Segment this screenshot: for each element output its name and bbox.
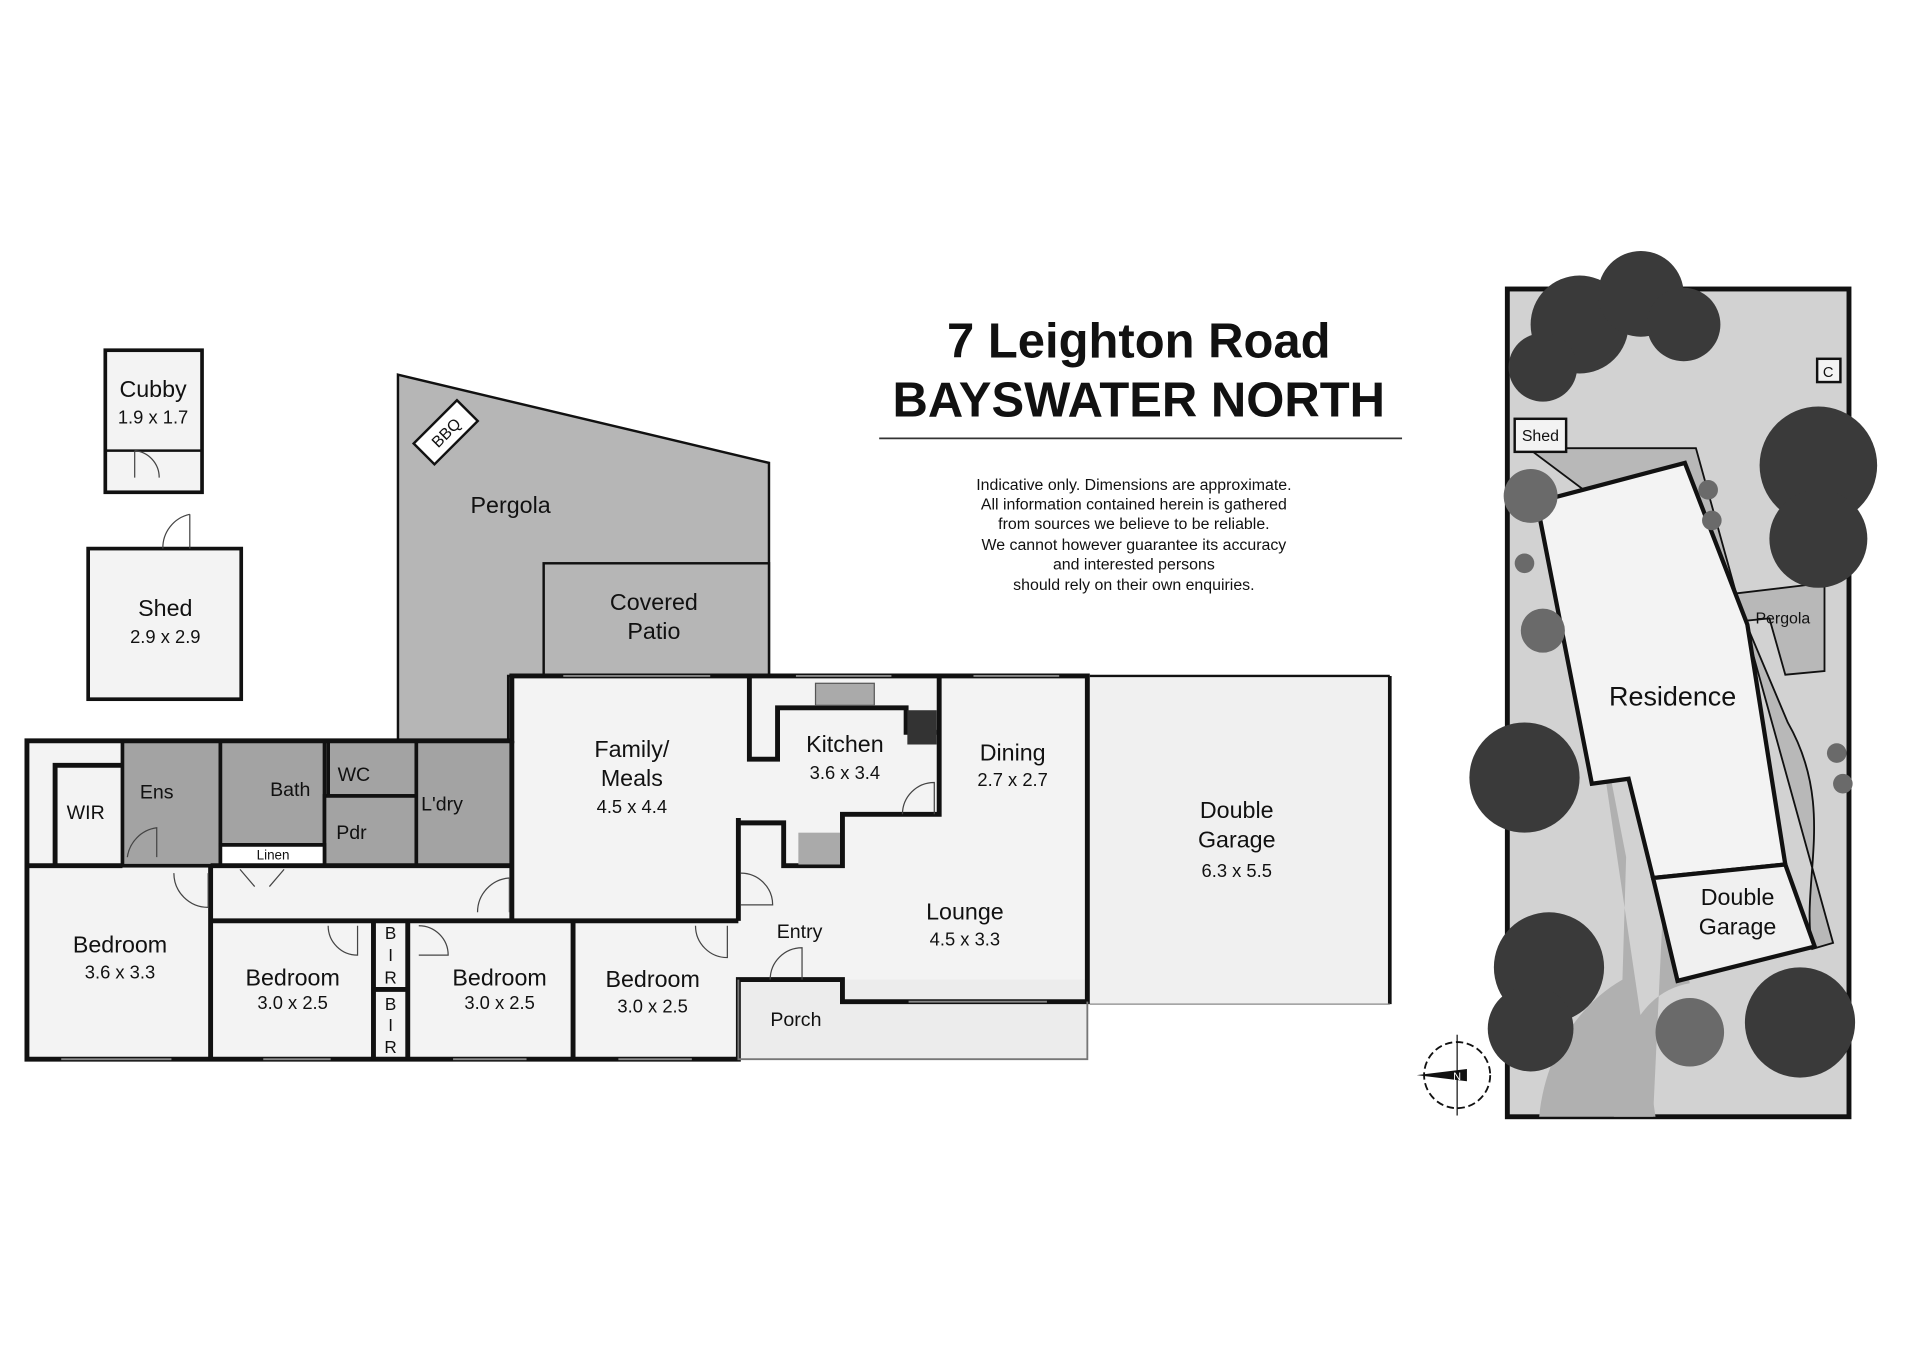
door-icon xyxy=(769,947,803,980)
fridge-icon xyxy=(798,832,840,865)
room-dims: 3.6 x 3.4 xyxy=(810,762,880,783)
bir-1: B I R xyxy=(384,923,396,987)
cubby: Cubby 1.9 x 1.7 xyxy=(103,348,204,495)
door-icon xyxy=(134,450,160,478)
disclaimer-line: and interested persons xyxy=(1053,556,1215,573)
room-label: Bath xyxy=(270,779,310,801)
site-garage xyxy=(1650,862,1818,984)
room-label: Bedroom xyxy=(245,965,339,991)
room-label: Entry xyxy=(777,921,823,943)
bir-letter: I xyxy=(388,945,393,965)
door-icon xyxy=(476,877,510,913)
room-label: Dining xyxy=(980,739,1046,765)
door-icon xyxy=(418,925,449,956)
pergola: BBQ Pergola Covered Patio xyxy=(396,373,771,743)
room-label: Lounge xyxy=(926,899,1004,925)
disclaimer-line: We cannot however guarantee its accuracy xyxy=(982,537,1287,554)
room-dims: 3.0 x 2.5 xyxy=(617,996,687,1017)
bir-letter: I xyxy=(388,1015,393,1035)
room-label: Covered xyxy=(610,589,698,615)
room-dims: 2.9 x 2.9 xyxy=(130,626,200,647)
site-residence-label: Residence xyxy=(1609,681,1736,711)
room-label: WIR xyxy=(67,802,105,824)
room-label: Bedroom xyxy=(73,932,167,958)
wc xyxy=(326,739,419,798)
disclaimer-line: Indicative only. Dimensions are approxim… xyxy=(976,477,1291,494)
room-label: L'dry xyxy=(421,794,463,816)
room-label: Garage xyxy=(1198,826,1276,852)
bir-letter: R xyxy=(384,1037,396,1057)
site-garage-label: Double xyxy=(1701,884,1775,910)
windows xyxy=(61,675,1060,1061)
door-icon xyxy=(162,513,191,549)
sink-icon xyxy=(814,682,875,706)
site-cubby-label: C xyxy=(1823,365,1834,381)
address-line-1: 7 Leighton Road xyxy=(947,315,1331,369)
site-cubby xyxy=(1815,357,1842,384)
room-label: Family/ xyxy=(594,736,669,762)
room-label: Double xyxy=(1200,797,1274,823)
disclaimer-line: All information contained herein is gath… xyxy=(981,496,1287,513)
door-icon xyxy=(173,873,209,908)
compass-north-label: N xyxy=(1453,1071,1461,1083)
room-dims: 4.5 x 3.3 xyxy=(930,928,1000,949)
room-label: Pdr xyxy=(336,822,367,844)
room-dims: 3.0 x 2.5 xyxy=(257,992,327,1013)
room-label: Bedroom xyxy=(605,966,699,992)
disclaimer: Indicative only. Dimensions are approxim… xyxy=(976,477,1291,594)
tree-icons xyxy=(1469,251,1878,1078)
disclaimer-line: should rely on their own enquiries. xyxy=(1013,577,1254,594)
site-garage-label: Garage xyxy=(1699,913,1777,939)
house: WIR Ens Bath WC Pdr L'dry Linen Family/ … xyxy=(24,673,1090,1062)
site-plan: Shed C Pergola Residence Double Garage N xyxy=(1416,251,1878,1120)
room-label: Kitchen xyxy=(806,731,884,757)
room-label: Pergola xyxy=(471,492,551,518)
bir-letter: B xyxy=(385,923,396,943)
door-icon xyxy=(901,781,935,815)
room-label: Porch xyxy=(770,1009,821,1031)
door-icon xyxy=(239,869,285,887)
room-label: Patio xyxy=(627,618,680,644)
room-dims: 1.9 x 1.7 xyxy=(118,407,188,428)
room-label: Ens xyxy=(140,781,174,803)
bathroom xyxy=(218,739,327,847)
bir-letter: B xyxy=(385,994,396,1014)
double-garage: Double Garage 6.3 x 5.5 xyxy=(1089,674,1392,1005)
room-label: Meals xyxy=(601,765,663,791)
bir-2: B I R xyxy=(384,994,396,1057)
room-dims: 6.3 x 5.5 xyxy=(1202,860,1272,881)
room-label: Bedroom xyxy=(452,965,546,991)
room-dims: 4.5 x 4.4 xyxy=(597,796,667,817)
bir-letter: R xyxy=(384,967,396,987)
site-shed xyxy=(1513,417,1568,454)
ensuite xyxy=(120,739,223,868)
room-dims: 2.7 x 2.7 xyxy=(977,769,1047,790)
room-dims: 3.6 x 3.3 xyxy=(85,961,155,982)
site-shed-label: Shed xyxy=(1522,428,1559,445)
room-label: Shed xyxy=(138,595,192,621)
door-icon xyxy=(740,872,774,906)
room-label: Linen xyxy=(257,848,290,863)
site-pergola-label: Pergola xyxy=(1755,610,1810,627)
room-dims: 3.0 x 2.5 xyxy=(464,992,534,1013)
door-icon xyxy=(126,827,158,858)
address-line-2: BAYSWATER NORTH xyxy=(893,373,1385,427)
room-label: WC xyxy=(338,764,371,786)
door-icon xyxy=(327,925,359,956)
disclaimer-line: from sources we believe to be reliable. xyxy=(998,516,1269,533)
cooktop-icon xyxy=(907,710,937,745)
shed: Shed 2.9 x 2.9 xyxy=(86,513,244,702)
door-icon xyxy=(694,925,728,959)
room-label: Cubby xyxy=(119,376,187,402)
compass-icon: N xyxy=(1416,1034,1492,1116)
